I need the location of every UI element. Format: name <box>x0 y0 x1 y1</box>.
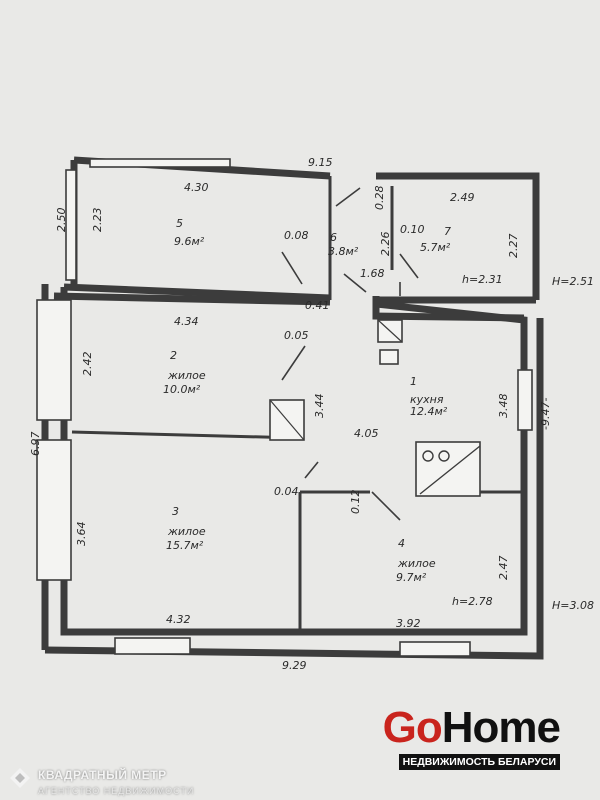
room-7-area: 5.7м² <box>420 241 451 254</box>
dim-9-15: 9.15 <box>308 156 333 169</box>
logo-tagline: НЕДВИЖИМОСТЬ БЕЛАРУСИ <box>398 754 560 770</box>
dim-0-10: 0.10 <box>400 223 425 236</box>
room-7-number: 7 <box>444 225 451 238</box>
dim-4-30: 4.30 <box>184 181 209 194</box>
dim-2-23: 2.23 <box>91 207 104 233</box>
room-2-area: 10.0м² <box>163 383 201 396</box>
gohome-logo: GoHome НЕДВИЖИМОСТЬ БЕЛАРУСИ <box>380 703 561 770</box>
dim-3-48: 3.48 <box>497 393 510 419</box>
interior-walls <box>71 176 524 632</box>
dim-4-32: 4.32 <box>166 613 191 626</box>
dim-2-50: 2.50 <box>55 207 68 233</box>
room-3-area: 15.7м² <box>166 539 204 552</box>
dim-2-49: 2.49 <box>450 191 475 204</box>
dim-6-97: 6.97 <box>29 431 42 457</box>
diamond-logo-icon <box>10 768 30 788</box>
dim-0-12: 0.12 <box>349 489 362 515</box>
room-4-number: 4 <box>398 537 405 550</box>
logo-home-text: Home <box>441 703 561 752</box>
dim-3-92: 3.92 <box>396 617 421 630</box>
dim-3-64: 3.64 <box>75 521 88 547</box>
room-3-name: жилое <box>168 525 206 538</box>
watermark-subtitle: АГЕНТСТВО НЕДВИЖИМОСТИ <box>38 786 195 796</box>
room-2-name: жилое <box>168 369 206 382</box>
height-H-3-08: H=3.08 <box>552 599 594 612</box>
windows <box>36 158 533 657</box>
dim-0-04: 0.04 <box>274 485 299 498</box>
dim-2-27: 2.27 <box>507 233 520 259</box>
room-6-number: 6 <box>330 231 337 244</box>
room-5-area: 9.6м² <box>174 235 205 248</box>
dim-0-28: 0.28 <box>373 185 386 211</box>
dim-2-26: 2.26 <box>379 231 392 257</box>
dim-3-44: 3.44 <box>313 393 326 419</box>
dim-1-68: 1.68 <box>360 267 385 280</box>
dim-0-08: 0.08 <box>284 229 309 242</box>
room-4-name: жилое <box>398 557 436 570</box>
room-4-area: 9.7м² <box>396 571 427 584</box>
doors <box>281 187 419 521</box>
dim-9-47: -9.47- <box>539 397 552 430</box>
dim-4-05: 4.05 <box>354 427 379 440</box>
watermark-name: КВАДРАТНЫЙ МЕТР <box>38 768 167 782</box>
height-H-2-51: H=2.51 <box>552 275 594 288</box>
dim-0-05: 0.05 <box>284 329 309 342</box>
height-2-31: h=2.31 <box>462 273 503 286</box>
room-5-number: 5 <box>176 217 183 230</box>
dim-2-42: 2.42 <box>81 351 94 377</box>
kitchen-fixtures <box>269 319 481 497</box>
dim-9-29: 9.29 <box>282 659 307 672</box>
height-2-78: h=2.78 <box>452 595 493 608</box>
room-1-area: 12.4м² <box>410 405 448 418</box>
room-3-number: 3 <box>172 505 179 518</box>
room-2-number: 2 <box>170 349 177 362</box>
room-1-name: кухня <box>410 393 444 406</box>
room-6-area: 3.8м² <box>328 245 359 258</box>
dim-2-47: 2.47 <box>497 555 510 581</box>
logo-go-text: Go <box>382 703 443 752</box>
dim-0-41: 0.41 <box>305 299 330 312</box>
room-1-number: 1 <box>410 375 417 388</box>
dim-4-34: 4.34 <box>174 315 199 328</box>
